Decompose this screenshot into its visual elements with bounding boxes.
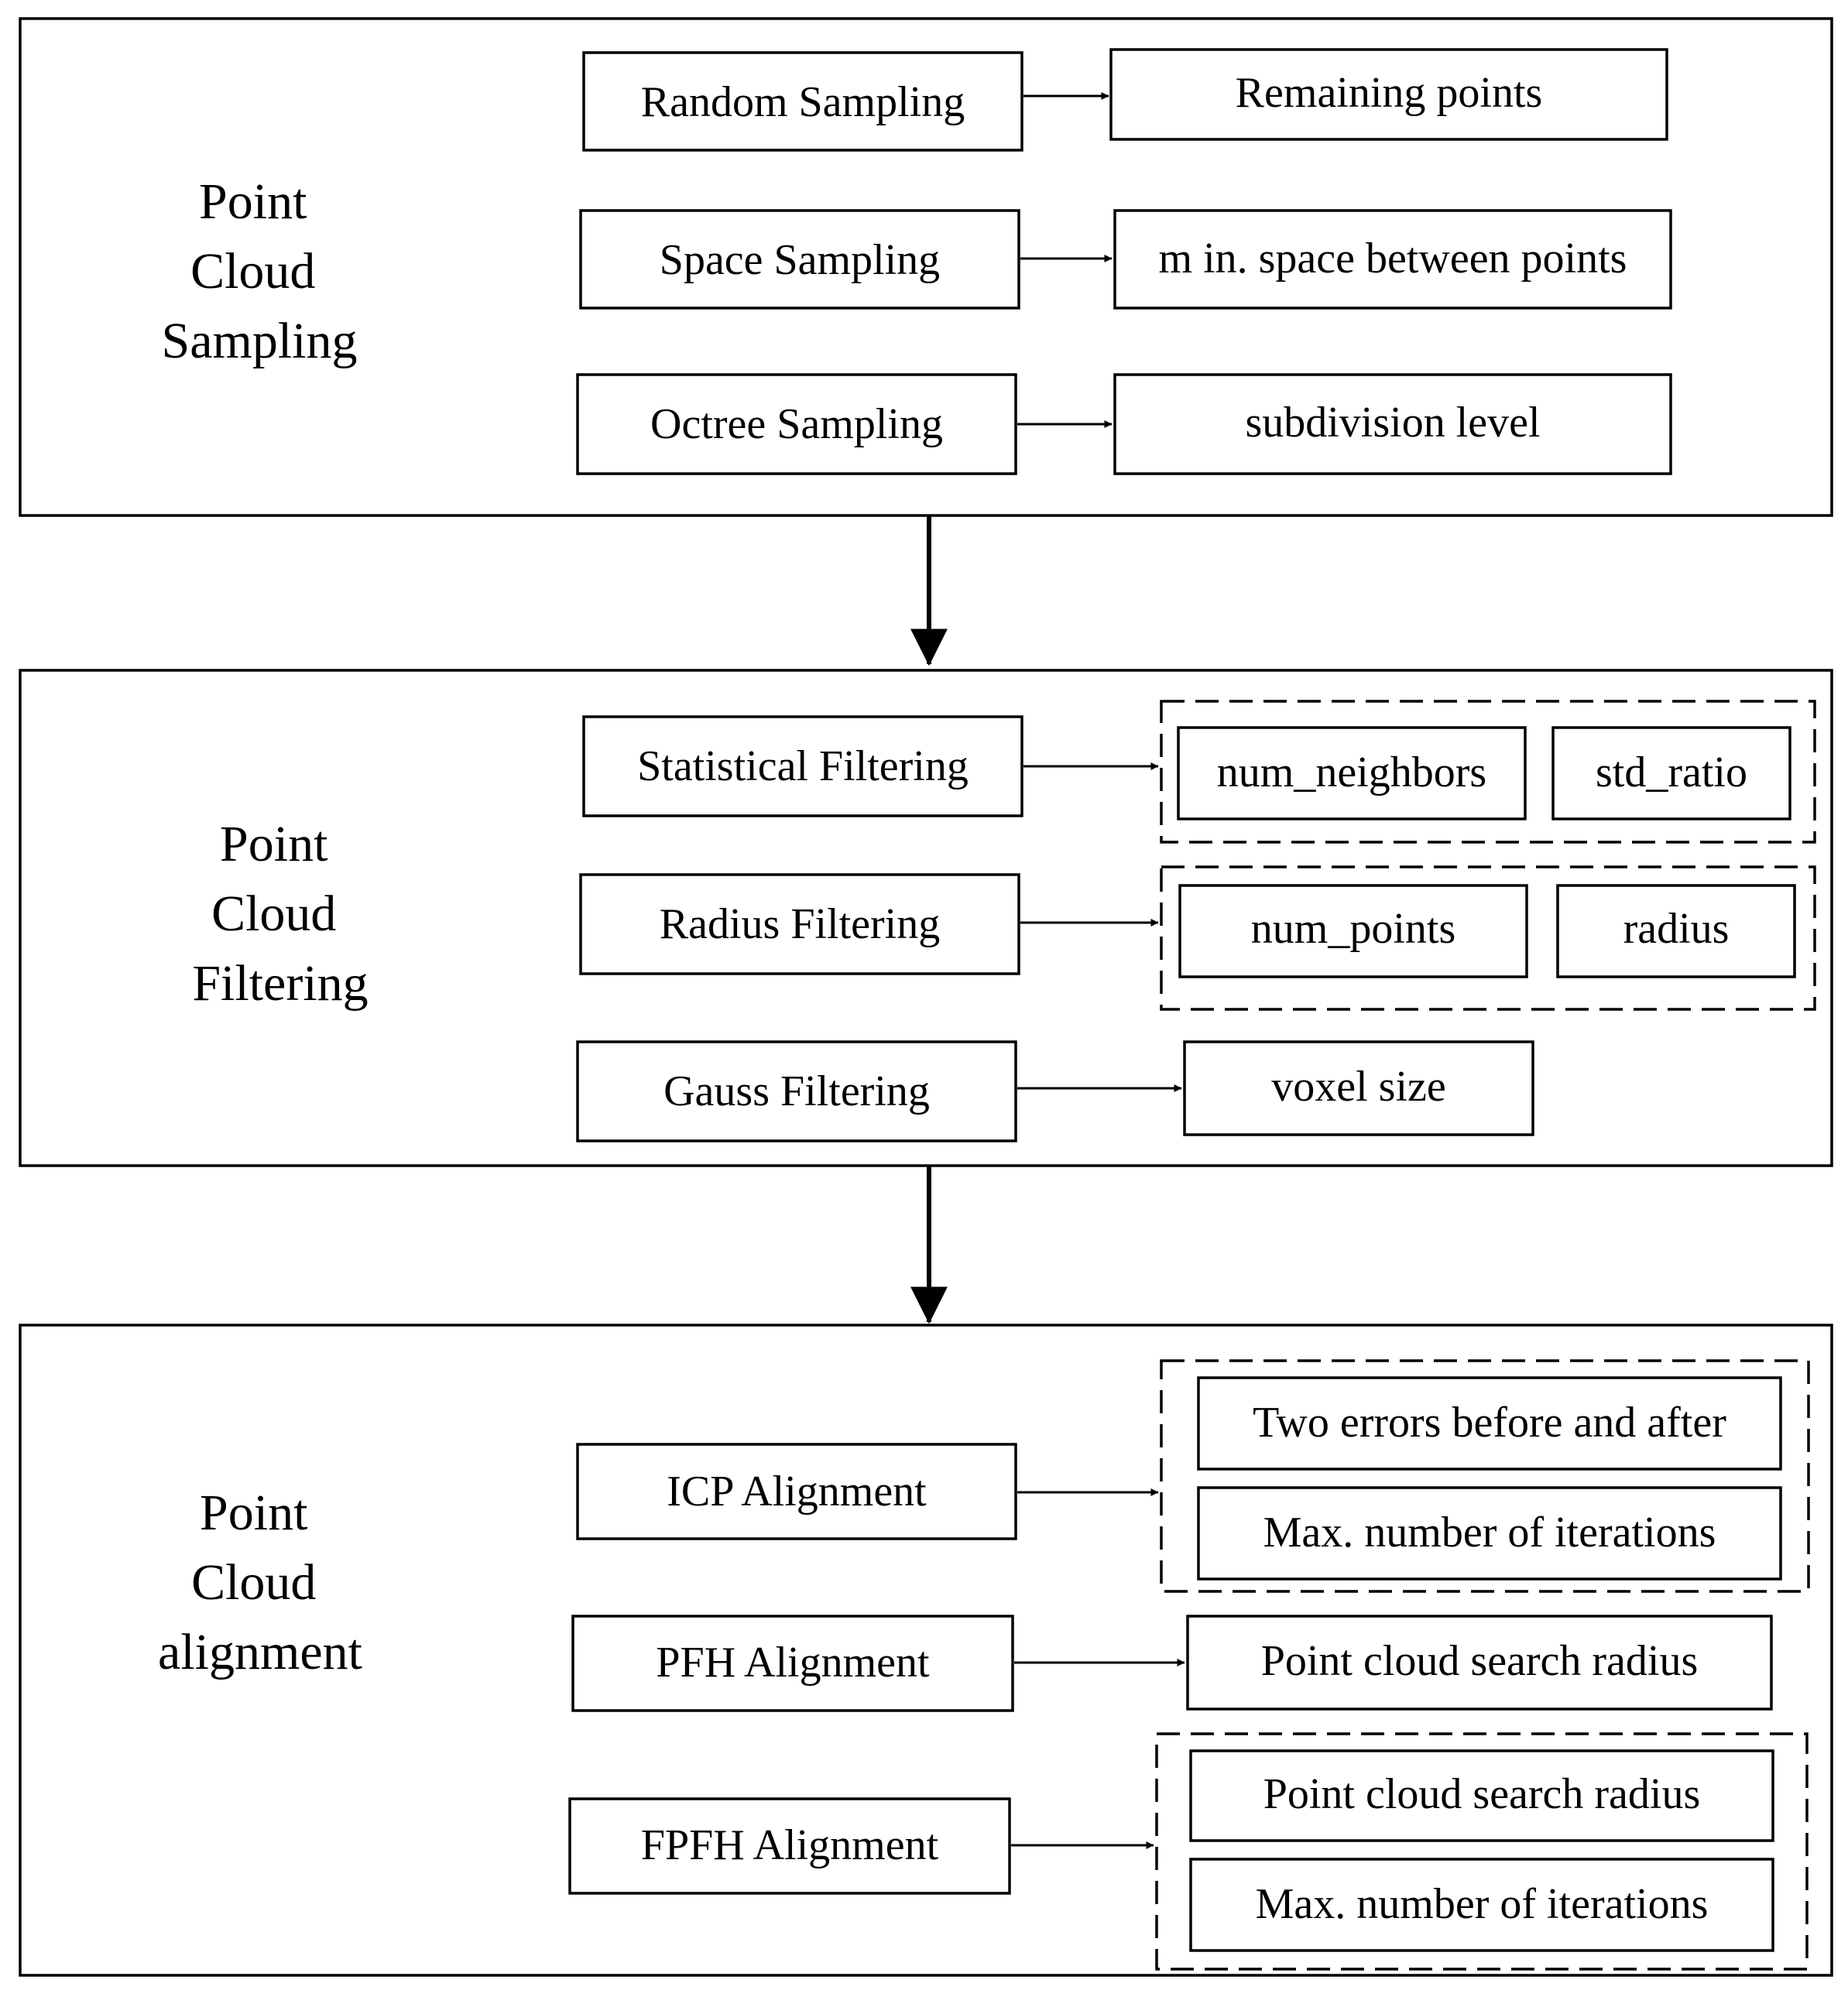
- pfh-alignment-box: [571, 1615, 1014, 1712]
- remaining-points-box: [1109, 48, 1668, 141]
- gauss-filtering-box: [576, 1040, 1017, 1142]
- pfh-search-radius-label: Point cloud search radius: [1261, 1637, 1699, 1685]
- min-space-box: [1113, 209, 1672, 310]
- icp-alignment-row: ICP Alignment Two errors before and afte…: [576, 1359, 1810, 1593]
- octree-sampling-row: Octree Sampling subdivision level: [576, 373, 1672, 475]
- statistical-filtering-label: Statistical Filtering: [637, 742, 969, 790]
- alignment-label: Point Cloud alignment: [158, 1485, 362, 1680]
- fpfh-search-radius-label: Point cloud search radius: [1263, 1770, 1701, 1818]
- sampling-label: Point Cloud Sampling: [161, 173, 357, 369]
- statistical-params-group: [1160, 700, 1816, 844]
- statistical-filtering-row: Statistical Filtering num_neighbors std_…: [582, 700, 1816, 844]
- radius-filtering-box: [579, 873, 1020, 975]
- random-sampling-box: [582, 51, 1023, 152]
- space-sampling-box: [579, 209, 1020, 310]
- num-neighbors-label: num_neighbors: [1217, 748, 1486, 796]
- pfh-search-radius-box: [1186, 1615, 1773, 1711]
- fpfh-alignment-box: [568, 1797, 1011, 1895]
- pfh-alignment-row: PFH Alignment Point cloud search radius: [571, 1615, 1773, 1712]
- num-points-label: num_points: [1251, 905, 1455, 953]
- gauss-filtering-row: Gauss Filtering voxel size: [576, 1040, 1534, 1142]
- remaining-points-label: Remaining points: [1236, 69, 1543, 117]
- fpfh-params-group: [1155, 1732, 1809, 1971]
- std-ratio-box: [1551, 726, 1791, 820]
- radius-param-label: radius: [1623, 905, 1730, 953]
- space-sampling-label: Space Sampling: [660, 236, 940, 284]
- icp-max-iterations-box: [1197, 1486, 1782, 1581]
- two-errors-label: Two errors before and after: [1253, 1399, 1726, 1447]
- min-space-label: m in. space between points: [1159, 235, 1627, 283]
- std-ratio-label: std_ratio: [1596, 748, 1747, 796]
- fpfh-alignment-label: FPFH Alignment: [641, 1821, 939, 1869]
- fpfh-search-radius-box: [1189, 1749, 1774, 1842]
- space-sampling-row: Space Sampling m in. space between point…: [579, 209, 1672, 310]
- random-sampling-label: Random Sampling: [641, 78, 965, 126]
- radius-filtering-label: Radius Filtering: [660, 900, 940, 948]
- gauss-filtering-label: Gauss Filtering: [663, 1067, 930, 1115]
- radius-param-box: [1556, 884, 1796, 978]
- octree-sampling-box: [576, 373, 1017, 475]
- fpfh-max-iterations-label: Max. number of iterations: [1256, 1880, 1709, 1928]
- num-points-box: [1178, 884, 1528, 978]
- statistical-filtering-box: [582, 715, 1023, 817]
- two-errors-box: [1197, 1376, 1782, 1471]
- pfh-alignment-label: PFH Alignment: [656, 1639, 930, 1687]
- num-neighbors-box: [1177, 726, 1527, 820]
- filtering-panel: Point Cloud Filtering Statistical Filter…: [19, 669, 1833, 1167]
- filtering-label: Point Cloud Filtering: [192, 816, 368, 1012]
- icp-alignment-box: [576, 1443, 1017, 1540]
- subdivision-level-label: subdivision level: [1245, 399, 1540, 447]
- voxel-size-label: voxel size: [1271, 1063, 1445, 1111]
- icp-max-iterations-label: Max. number of iterations: [1263, 1509, 1716, 1557]
- random-sampling-row: Random Sampling Remaining points: [582, 48, 1668, 152]
- radius-params-group: [1160, 865, 1816, 1011]
- icp-alignment-label: ICP Alignment: [667, 1468, 927, 1516]
- alignment-panel: Point Cloud alignment ICP Alignment Two …: [19, 1324, 1833, 1977]
- voxel-size-box: [1183, 1040, 1534, 1136]
- subdivision-level-box: [1113, 373, 1672, 475]
- icp-params-group: [1160, 1359, 1810, 1593]
- sampling-panel: Point Cloud Sampling Random Sampling Rem…: [19, 17, 1833, 517]
- radius-filtering-row: Radius Filtering num_points radius: [579, 865, 1816, 1011]
- fpfh-alignment-row: FPFH Alignment Point cloud search radius…: [568, 1732, 1809, 1971]
- octree-sampling-label: Octree Sampling: [650, 400, 943, 448]
- fpfh-max-iterations-box: [1189, 1858, 1774, 1952]
